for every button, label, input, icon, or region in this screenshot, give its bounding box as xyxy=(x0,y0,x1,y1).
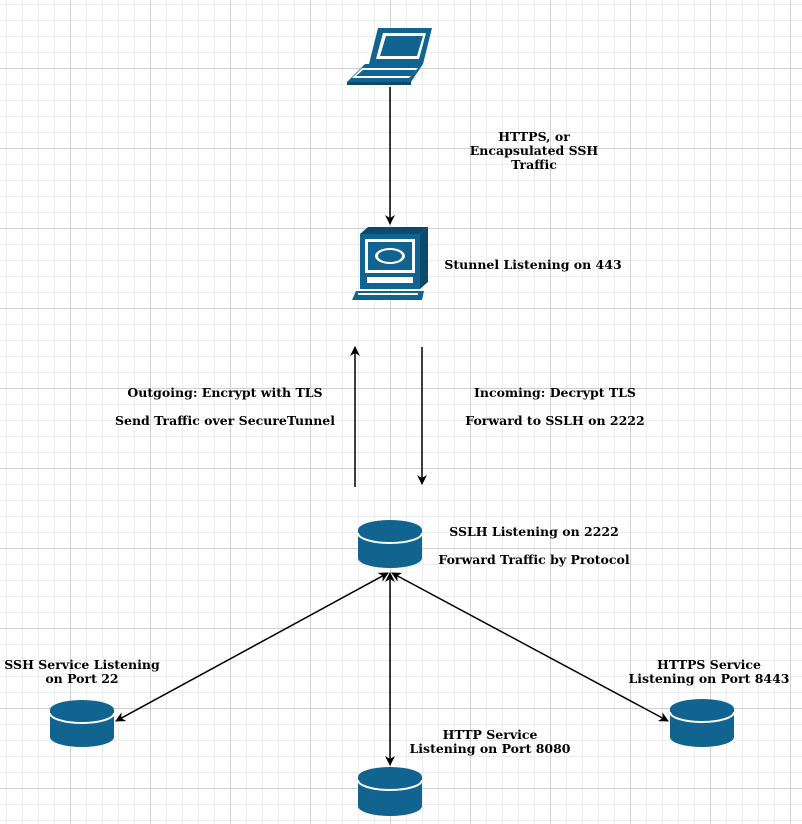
sslh-database-icon xyxy=(357,520,423,568)
ssh-service-label: SSH Service Listening on Port 22 xyxy=(4,657,160,686)
stunnel-label: Stunnel Listening on 443 xyxy=(444,257,622,272)
arrow-sslh-ssh xyxy=(115,572,389,722)
sslh-label: SSLH Listening on 2222 Forward Traffic b… xyxy=(438,524,630,567)
workstation-icon xyxy=(352,227,428,300)
http-service-label: HTTP Service Listening on Port 8080 xyxy=(409,727,571,756)
arrow-sslh-https xyxy=(391,572,669,722)
incoming-edge-label: Incoming: Decrypt TLS Forward to SSLH on… xyxy=(465,385,645,428)
https-service-label: HTTPS Service Listening on Port 8443 xyxy=(628,657,790,686)
laptop-icon xyxy=(347,28,432,85)
ssh-database-icon xyxy=(49,700,115,747)
http-database-icon xyxy=(357,767,423,816)
client-stunnel-edge-label: HTTPS, or Encapsulated SSH Traffic xyxy=(469,129,599,172)
outgoing-edge-label: Outgoing: Encrypt with TLS Send Traffic … xyxy=(114,385,336,428)
https-database-icon xyxy=(669,699,735,747)
